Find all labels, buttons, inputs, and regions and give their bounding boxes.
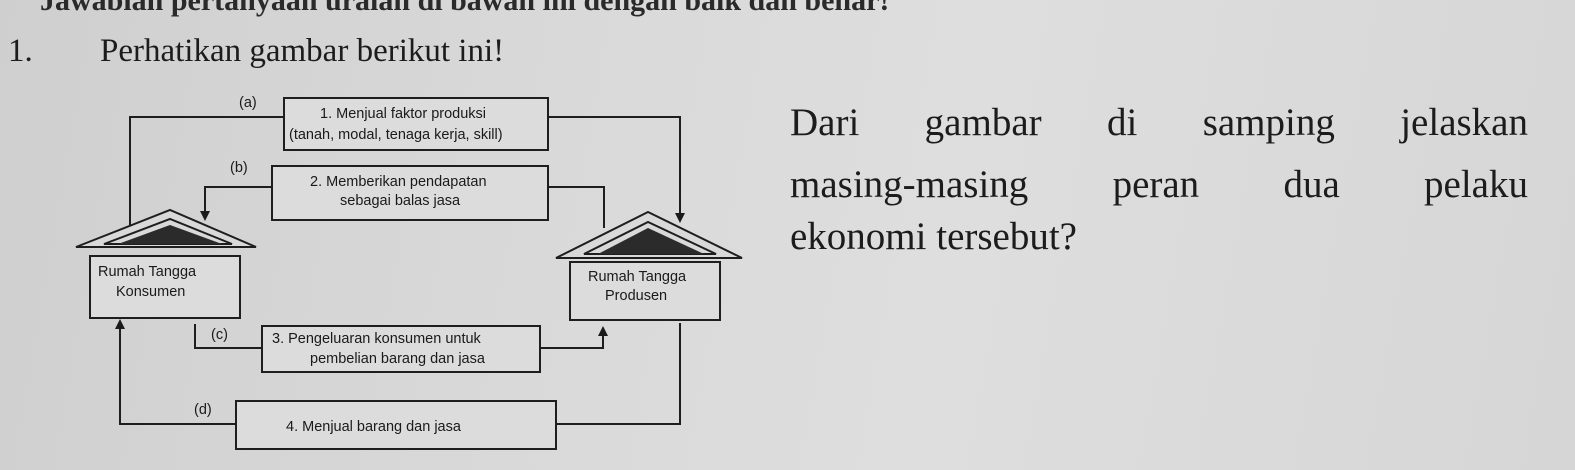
flow-a-label-2: (tanah, modal, tenaga kerja, skill) xyxy=(289,127,503,143)
question-text-line-3: ekonomi tersebut? xyxy=(790,214,1528,259)
house-konsumen: Rumah Tangga Konsumen xyxy=(75,208,257,319)
flow-line-c xyxy=(194,324,262,349)
flow-a-label-1: 1. Menjual faktor produksi xyxy=(320,106,486,122)
flow-c-label-1: 3. Pengeluaran konsumen untuk xyxy=(272,331,482,347)
question-word: jelaskan xyxy=(1400,101,1528,144)
flow-line-b-right xyxy=(548,186,605,228)
flow-line-d xyxy=(115,319,236,425)
question-text-line-1: Dari gambar di samping jelaskan xyxy=(790,100,1528,145)
flow-d-label-1: 4. Menjual barang dan jasa xyxy=(286,419,462,435)
flow-b-label-1: 2. Memberikan pendapatan xyxy=(310,174,487,190)
flow-line-b xyxy=(200,186,272,221)
question-word: pelaku xyxy=(1424,163,1528,206)
flow-box-c: 3. Pengeluaran konsumen untuk pembelian … xyxy=(211,325,541,373)
question-word: dua xyxy=(1283,163,1340,206)
house-produsen-label-1: Rumah Tangga xyxy=(588,269,687,285)
question-text-line-2: masing-masing peran dua pelaku xyxy=(790,162,1528,207)
flow-c-label-2: pembelian barang dan jasa xyxy=(310,351,486,367)
flow-a-letter: (a) xyxy=(239,95,257,111)
question-number: 1. xyxy=(8,33,33,69)
flow-b-label-2: sebagai balas jasa xyxy=(340,193,461,209)
house-konsumen-label-2: Konsumen xyxy=(116,284,185,300)
house-konsumen-label-1: Rumah Tangga xyxy=(98,264,197,280)
instruction-text: Jawablah pertanyaan uraian di bawah ini … xyxy=(40,0,890,17)
house-produsen-label-2: Produsen xyxy=(605,288,667,304)
flow-line-c-right xyxy=(540,326,608,349)
flow-box-a: 1. Menjual faktor produksi (tanah, modal… xyxy=(239,95,549,151)
question-word: peran xyxy=(1112,163,1200,206)
flow-line-a-right xyxy=(548,116,685,223)
flow-d-letter: (d) xyxy=(194,402,212,418)
question-word: gambar xyxy=(924,101,1042,144)
question-word: di xyxy=(1106,101,1138,144)
flow-line-d-right xyxy=(556,323,681,425)
flow-box-d: 4. Menjual barang dan jasa (d) xyxy=(194,400,557,450)
question-word: Dari xyxy=(790,101,860,144)
flow-line-a xyxy=(129,116,284,232)
flow-box-b: 2. Memberikan pendapatan sebagai balas j… xyxy=(230,160,549,221)
question-word: samping xyxy=(1202,101,1335,144)
circular-flow-diagram: Rumah Tangga Konsumen Rumah Tangga Produ… xyxy=(75,95,743,450)
question-word: masing-masing xyxy=(790,163,1029,206)
question-title: Perhatikan gambar berikut ini! xyxy=(100,33,505,69)
flow-c-letter: (c) xyxy=(211,327,228,343)
flow-b-letter: (b) xyxy=(230,160,248,176)
question-word: ekonomi tersebut? xyxy=(790,215,1077,258)
house-produsen: Rumah Tangga Produsen xyxy=(555,210,743,321)
